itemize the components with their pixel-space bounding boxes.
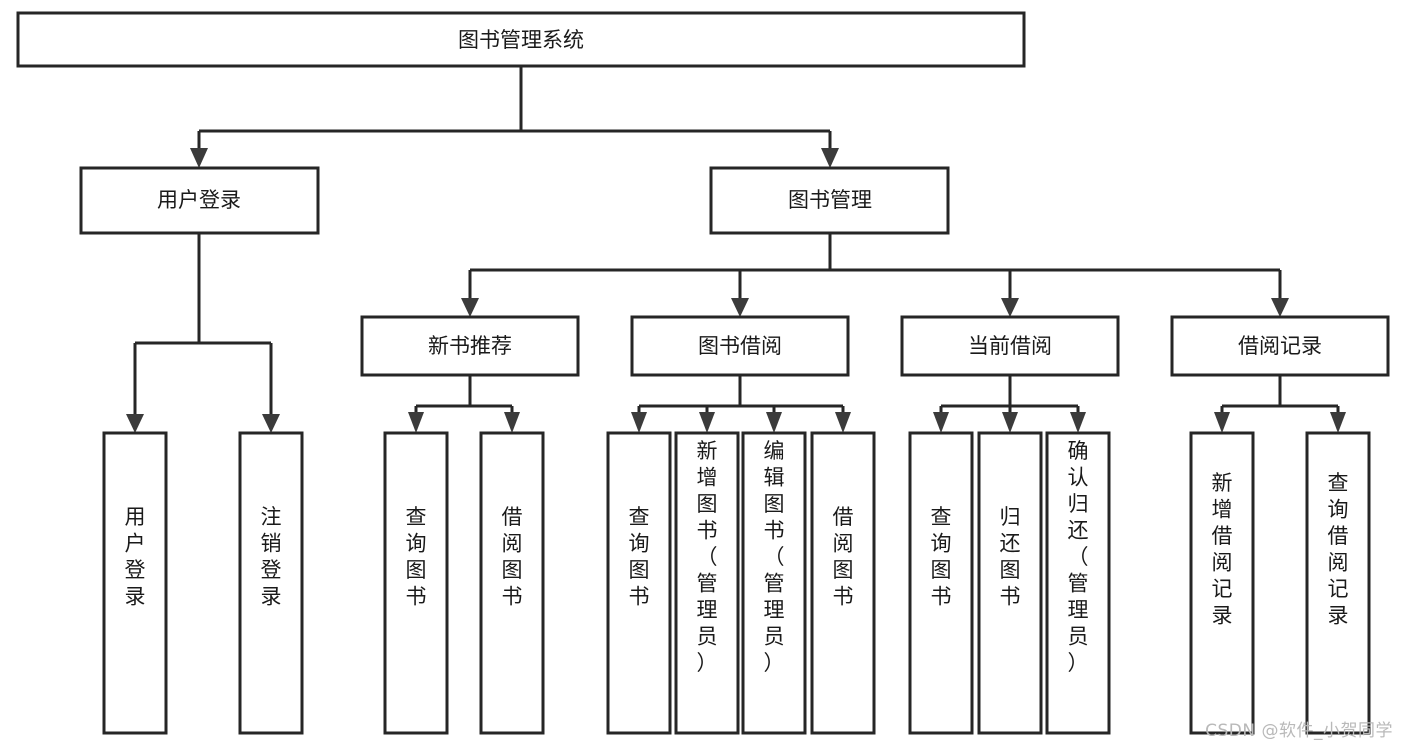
node-leaf-confirm-return-label: 确认归还（管理员） bbox=[1068, 439, 1089, 675]
arrow-to-borrow-record bbox=[1271, 298, 1289, 317]
node-leaf-borrow-book-1-label: 借阅图书 bbox=[502, 505, 523, 609]
node-user-login-box[interactable] bbox=[79, 166, 320, 235]
node-leaf-user-login-box[interactable] bbox=[102, 431, 168, 735]
arrow-to-new-book-recommend bbox=[461, 298, 479, 317]
arrow-to-leaf-borrow-book-2 bbox=[835, 412, 851, 433]
node-new-book-recommend-label: 新书推荐 bbox=[428, 334, 512, 358]
node-book-manage-box[interactable] bbox=[709, 166, 950, 235]
node-leaf-return-book[interactable]: 归还图书 bbox=[977, 431, 1043, 735]
node-current-borrow-label: 当前借阅 bbox=[968, 334, 1052, 358]
node-current-borrow-box[interactable] bbox=[900, 315, 1120, 377]
arrow-to-leaf-add-book bbox=[699, 412, 715, 433]
node-leaf-add-record-box[interactable] bbox=[1189, 431, 1255, 735]
node-leaf-add-book-label: 新增图书（管理员） bbox=[697, 439, 718, 675]
node-user-login-label: 用户登录 bbox=[157, 188, 241, 212]
node-root[interactable]: 图书管理系统 bbox=[16, 11, 1026, 68]
arrow-to-leaf-user-login bbox=[126, 414, 144, 433]
arrow-to-user-login bbox=[190, 148, 208, 168]
node-root-box[interactable] bbox=[16, 11, 1026, 68]
node-leaf-edit-book[interactable]: 编辑图书（管理员） bbox=[741, 431, 807, 735]
connector-group-current-borrow bbox=[933, 375, 1086, 433]
node-leaf-borrow-book-2-box[interactable] bbox=[810, 431, 876, 735]
node-leaf-query-book-3-label: 查询图书 bbox=[931, 505, 952, 609]
node-leaf-query-book-1-box[interactable] bbox=[383, 431, 449, 735]
connector-group-new-book-recommend bbox=[408, 375, 520, 433]
connector-group-user-login bbox=[126, 233, 280, 433]
node-book-borrow-box[interactable] bbox=[630, 315, 850, 377]
node-new-book-recommend-box[interactable] bbox=[360, 315, 580, 377]
node-user-login[interactable]: 用户登录 bbox=[79, 166, 320, 235]
arrow-to-leaf-query-book-2 bbox=[631, 412, 647, 433]
node-leaf-query-book-2[interactable]: 查询图书 bbox=[606, 431, 672, 735]
arrow-to-leaf-edit-book bbox=[766, 412, 782, 433]
node-leaf-query-record-box[interactable] bbox=[1305, 431, 1371, 735]
node-leaf-add-book-box[interactable] bbox=[674, 431, 740, 735]
arrow-to-book-borrow bbox=[731, 298, 749, 317]
node-leaf-query-record[interactable]: 查询借阅记录 bbox=[1305, 431, 1371, 735]
arrow-to-leaf-confirm-return bbox=[1070, 412, 1086, 433]
arrow-to-leaf-borrow-book-1 bbox=[504, 412, 520, 433]
node-leaf-user-logout[interactable]: 注销登录 bbox=[238, 431, 304, 735]
node-leaf-query-book-1[interactable]: 查询图书 bbox=[383, 431, 449, 735]
arrow-to-leaf-return-book bbox=[1002, 412, 1018, 433]
node-leaf-query-book-1-label: 查询图书 bbox=[406, 505, 427, 609]
node-leaf-user-logout-box[interactable] bbox=[238, 431, 304, 735]
node-borrow-record[interactable]: 借阅记录 bbox=[1170, 315, 1390, 377]
node-borrow-record-label: 借阅记录 bbox=[1238, 334, 1322, 358]
node-leaf-return-book-label: 归还图书 bbox=[1000, 505, 1021, 609]
node-leaf-borrow-book-1[interactable]: 借阅图书 bbox=[479, 431, 545, 735]
node-book-borrow-label: 图书借阅 bbox=[698, 334, 782, 358]
node-leaf-query-book-2-box[interactable] bbox=[606, 431, 672, 735]
connector-group-book-manage bbox=[461, 233, 1289, 317]
node-leaf-confirm-return-box[interactable] bbox=[1045, 431, 1111, 735]
connector-group-book-borrow bbox=[631, 375, 851, 433]
arrow-to-leaf-query-book-3 bbox=[933, 412, 949, 433]
node-leaf-return-book-box[interactable] bbox=[977, 431, 1043, 735]
connector-group-borrow-record bbox=[1214, 375, 1346, 433]
node-book-manage-label: 图书管理 bbox=[788, 188, 872, 212]
node-leaf-query-record-label: 查询借阅记录 bbox=[1328, 471, 1349, 628]
node-current-borrow[interactable]: 当前借阅 bbox=[900, 315, 1120, 377]
node-leaf-add-record[interactable]: 新增借阅记录 bbox=[1189, 431, 1255, 735]
node-leaf-edit-book-box[interactable] bbox=[741, 431, 807, 735]
node-root-label: 图书管理系统 bbox=[458, 28, 584, 52]
node-leaf-borrow-book-2-label: 借阅图书 bbox=[833, 505, 854, 609]
arrow-to-leaf-query-book-1 bbox=[408, 412, 424, 433]
arrow-to-current-borrow bbox=[1001, 298, 1019, 317]
node-borrow-record-box[interactable] bbox=[1170, 315, 1390, 377]
arrow-to-leaf-add-record bbox=[1214, 412, 1230, 433]
node-leaf-user-logout-label: 注销登录 bbox=[261, 505, 282, 609]
node-leaf-query-book-3[interactable]: 查询图书 bbox=[908, 431, 974, 735]
connector-group-root bbox=[190, 66, 839, 168]
node-leaf-add-record-label: 新增借阅记录 bbox=[1212, 471, 1233, 628]
node-book-manage[interactable]: 图书管理 bbox=[709, 166, 950, 235]
arrow-to-book-manage bbox=[821, 148, 839, 168]
node-leaf-query-book-2-label: 查询图书 bbox=[629, 505, 650, 609]
node-leaf-confirm-return[interactable]: 确认归还（管理员） bbox=[1045, 431, 1111, 735]
arrow-to-leaf-user-logout bbox=[262, 414, 280, 433]
arrow-to-leaf-query-record bbox=[1330, 412, 1346, 433]
node-leaf-borrow-book-2[interactable]: 借阅图书 bbox=[810, 431, 876, 735]
node-leaf-edit-book-label: 编辑图书（管理员） bbox=[764, 439, 785, 675]
node-leaf-user-login[interactable]: 用户登录 bbox=[102, 431, 168, 735]
node-leaf-query-book-3-box[interactable] bbox=[908, 431, 974, 735]
node-leaf-add-book[interactable]: 新增图书（管理员） bbox=[674, 431, 740, 735]
node-leaf-borrow-book-1-box[interactable] bbox=[479, 431, 545, 735]
node-leaf-user-login-label: 用户登录 bbox=[125, 505, 146, 609]
node-book-borrow[interactable]: 图书借阅 bbox=[630, 315, 850, 377]
csdn-watermark: CSDN @软件_小贺同学 bbox=[1205, 721, 1393, 741]
node-new-book-recommend[interactable]: 新书推荐 bbox=[360, 315, 580, 377]
